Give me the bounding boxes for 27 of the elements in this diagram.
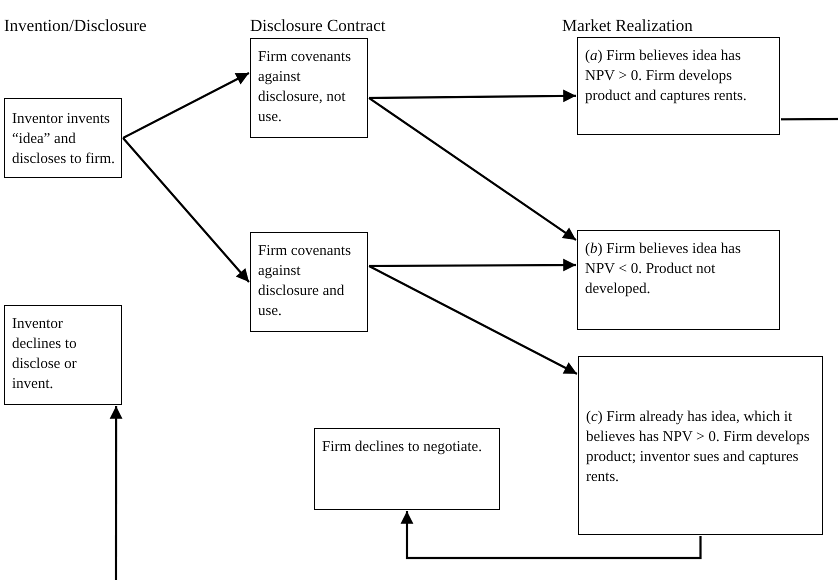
process-box <box>578 356 823 535</box>
process-box <box>250 232 368 332</box>
box-text: (c) Firm already has idea, which it believes has NPV > 0. Firm develops product; inventor sues and captures rents. <box>586 408 811 486</box>
process-box <box>314 428 500 510</box>
box-text: Inventor declines to disclose or invent. <box>12 315 78 394</box>
process-box <box>4 98 122 178</box>
arrow <box>110 406 122 580</box>
box-text: Firm declines to negotiate. <box>322 438 483 457</box>
box-text: Firm covenants against disclosure and use. <box>258 242 352 321</box>
arrow <box>369 258 576 272</box>
box-text: (a) Firm believes idea has NPV > 0. Firm develops product and captures rents. <box>585 47 748 106</box>
arrow <box>122 72 250 139</box>
process-box <box>577 230 780 330</box>
arrow <box>368 97 577 241</box>
arrow <box>122 137 250 283</box>
arrow <box>400 511 702 560</box>
column-heading: Invention/Disclosure <box>4 16 147 36</box>
arrow <box>368 265 578 375</box>
arrow <box>368 90 576 102</box>
process-box <box>250 38 368 138</box>
column-heading: Market Realization <box>562 16 693 36</box>
process-box <box>4 305 122 405</box>
box-text: Inventor invents “idea” and discloses to firm. <box>12 110 115 169</box>
box-text: (b) Firm believes idea has NPV < 0. Product not developed. <box>585 240 742 299</box>
column-heading: Disclosure Contract <box>250 16 386 36</box>
box-text: Firm covenants against disclosure, not use. <box>258 48 352 127</box>
process-box <box>577 37 780 135</box>
